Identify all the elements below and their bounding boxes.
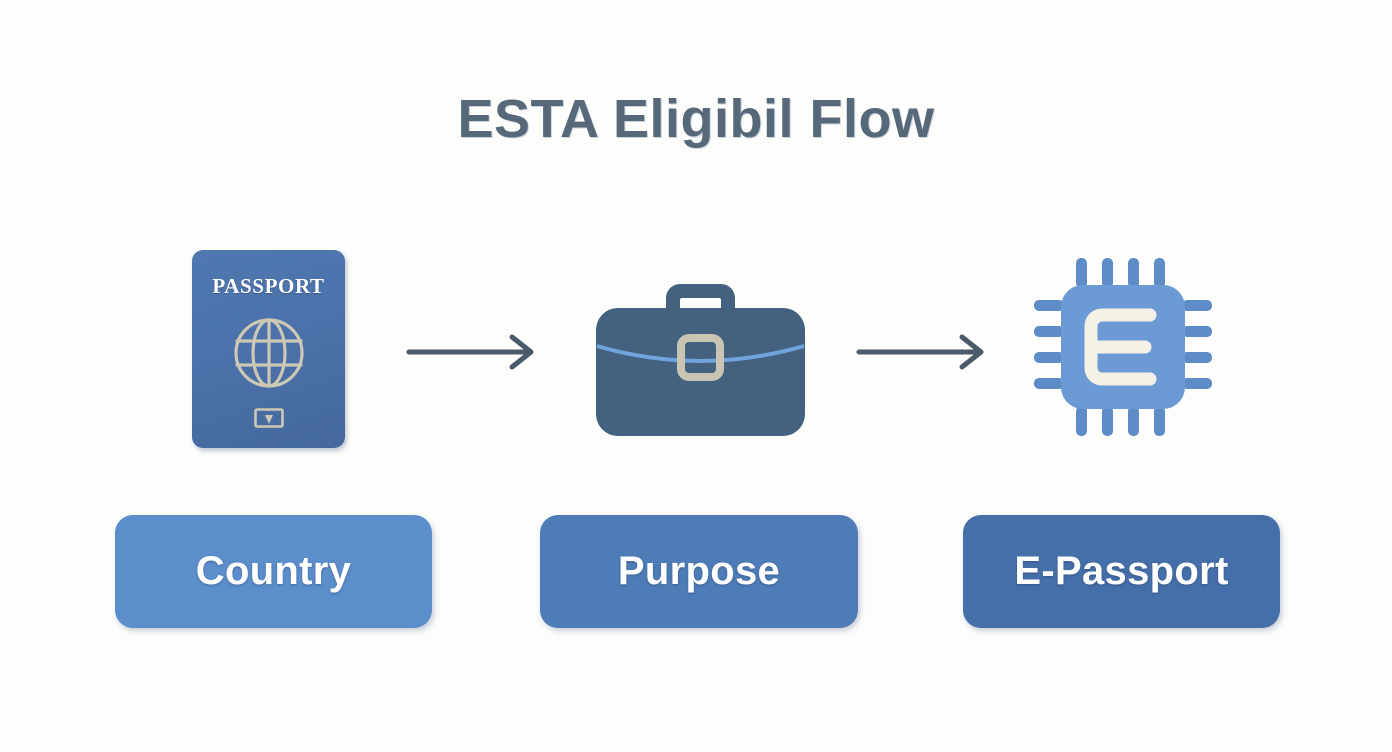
chip-icon: [1034, 258, 1212, 436]
icon-row: PASSPORT: [0, 240, 1392, 460]
step-button-epassport[interactable]: E-Passport: [963, 515, 1280, 628]
step-button-purpose[interactable]: Purpose: [540, 515, 858, 628]
passport-icon-label: PASSPORT: [212, 274, 325, 298]
briefcase-icon: [596, 284, 805, 436]
passport-icon: PASSPORT: [192, 250, 345, 448]
step-button-row: Country Purpose E-Passport: [0, 515, 1392, 630]
step-button-country-label: Country: [195, 549, 352, 593]
step-button-purpose-label: Purpose: [617, 549, 781, 593]
arrow-right-icon: [856, 334, 984, 370]
arrow-right-icon: [406, 334, 534, 370]
step-button-country[interactable]: Country: [115, 515, 432, 628]
page-title: ESTA Eligibil Flow: [457, 89, 935, 149]
step-button-epassport-label: E-Passport: [1014, 549, 1229, 593]
globe-icon: [233, 318, 304, 388]
passport-emblem-icon: [253, 408, 284, 428]
